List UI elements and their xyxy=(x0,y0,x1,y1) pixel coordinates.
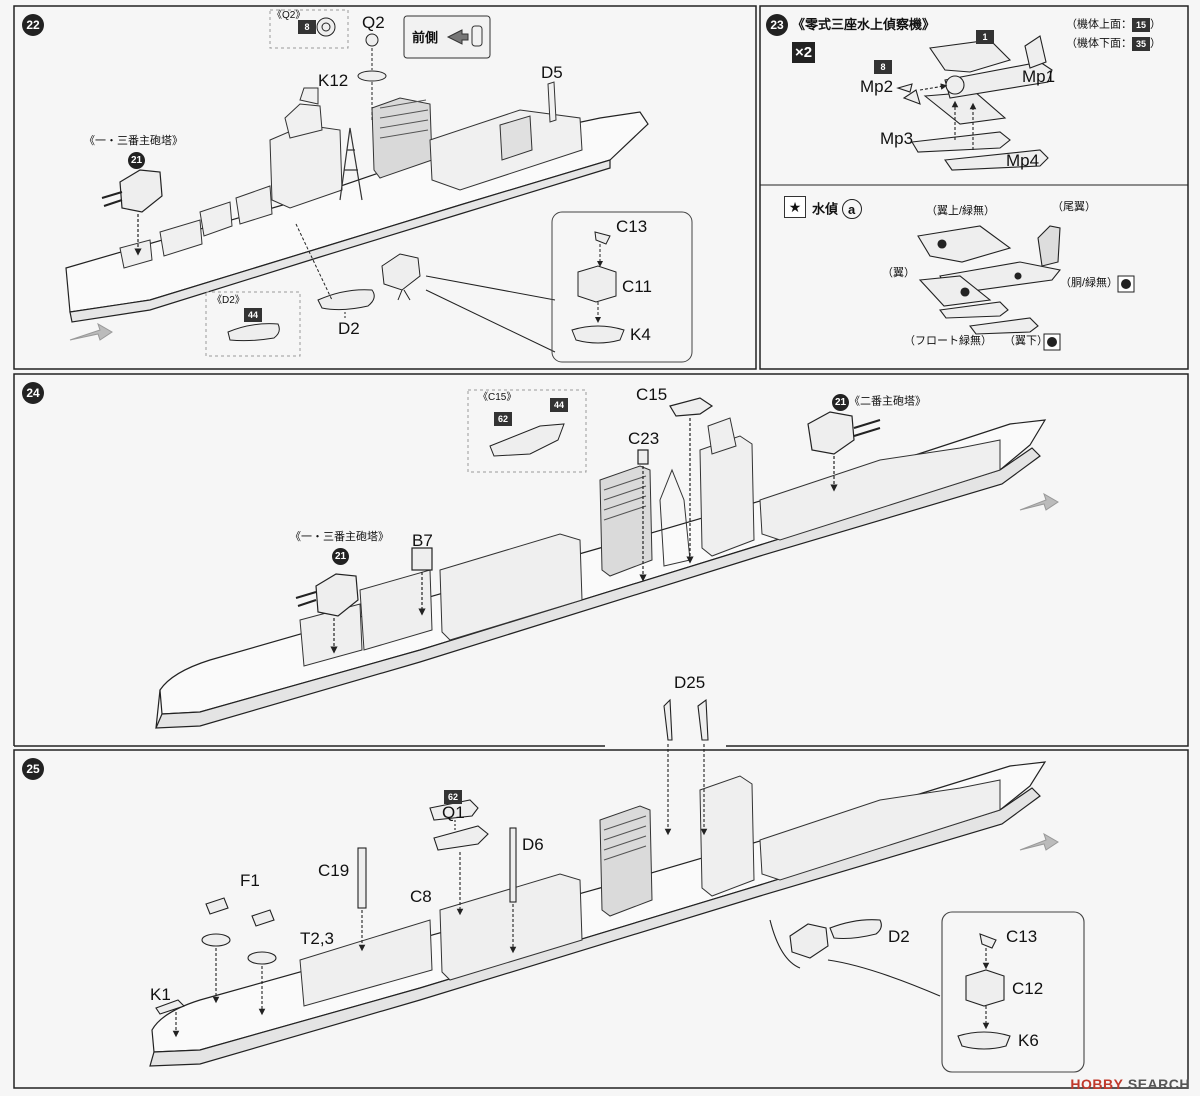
label-mp1: Mp1 xyxy=(1022,67,1056,86)
label-q2-detail: 《Q2》 xyxy=(272,10,306,21)
color-num-mp2: 8 xyxy=(874,60,892,74)
label-c19: C19 xyxy=(318,861,350,880)
searchlight-assembly-step22 xyxy=(381,211,693,363)
plane-assembly-step23 xyxy=(896,35,1053,171)
painting-plane-step23 xyxy=(917,225,1061,335)
label-c13-step22: C13 xyxy=(616,217,648,236)
panel-step-25 xyxy=(13,749,1189,1089)
label-body: （胴/緑無） xyxy=(1060,277,1119,289)
label-c15-detail: 《C15》 xyxy=(478,392,517,403)
turret-parts-step24 xyxy=(295,397,881,654)
color-num-bottom: 35 xyxy=(1132,37,1150,51)
color-num-d2: 44 xyxy=(244,308,262,322)
superstructure-step25 xyxy=(299,775,1001,1007)
step-number-25: 25 xyxy=(22,758,44,780)
panel-step-22 xyxy=(13,5,757,370)
label-f1: F1 xyxy=(240,871,260,890)
label-k4: K4 xyxy=(630,325,651,344)
label-d5: D5 xyxy=(541,63,563,82)
title-step23: 《零式三座水上偵察機》 xyxy=(792,17,936,32)
superstructure-step24 xyxy=(299,417,1001,667)
panel-step-23 xyxy=(759,5,1189,370)
q2-parts xyxy=(316,17,387,120)
watermark: HOBBY SEARCH xyxy=(1070,1076,1190,1092)
label-d2-step25: D2 xyxy=(888,927,910,946)
panel-frames xyxy=(13,5,1189,1089)
label-turret-1-3-step22: 《一・三番主砲塔》 xyxy=(84,135,183,147)
color-num-mp1: 1 xyxy=(976,30,994,44)
label-tail: （尾翼） xyxy=(1052,201,1096,213)
label-d25: D25 xyxy=(674,673,706,692)
c15-detail-box xyxy=(467,389,587,473)
label-d2-detail: 《D2》 xyxy=(212,295,245,306)
mast-step22 xyxy=(339,127,363,201)
label-wing-top: （翼上/緑無） xyxy=(926,205,996,217)
step-number-23: 23 xyxy=(766,14,788,36)
circle-letter-a: a xyxy=(841,199,862,219)
label-front-side: 前側 xyxy=(412,30,439,45)
label-turret-2: 21《二番主砲塔》 xyxy=(832,394,926,411)
label-mp4: Mp4 xyxy=(1006,151,1040,170)
label-mp2: Mp2 xyxy=(860,77,894,96)
label-d6: D6 xyxy=(522,835,544,854)
q2-detail-box xyxy=(269,9,349,49)
star-icon: ★ xyxy=(784,196,806,218)
superstructure-step22 xyxy=(119,81,583,269)
part-d2-boat-step22 xyxy=(295,223,375,318)
label-k1: K1 xyxy=(150,985,171,1004)
color-num-q1: 62 xyxy=(444,790,462,804)
d2-detail-box xyxy=(205,291,301,357)
label-c13-step25: C13 xyxy=(1006,927,1038,946)
step-ref-turret-2: 21 xyxy=(832,394,849,411)
note-top-surface: （機体上面：15） xyxy=(1066,18,1161,32)
label-q2: Q2 xyxy=(362,13,385,32)
step-ref-turret-step24: 21 xyxy=(332,548,349,565)
direction-arrow-step24 xyxy=(1019,492,1059,511)
label-d2-step22: D2 xyxy=(338,319,360,338)
label-k6: K6 xyxy=(1018,1031,1039,1050)
label-float: （フロート緑無） xyxy=(904,335,992,347)
swatch-icons-step23 xyxy=(1043,275,1135,351)
color-num-c15-a: 62 xyxy=(494,412,512,426)
color-num-c15-b: 44 xyxy=(550,398,568,412)
label-wing-bottom: （翼下） xyxy=(1004,335,1048,347)
direction-arrow-step22 xyxy=(69,322,113,341)
label-q1: Q1 xyxy=(442,803,465,822)
turret-step22 xyxy=(101,169,163,256)
label-c8: C8 xyxy=(410,887,432,906)
multiplier-step23: ×2 xyxy=(792,42,816,63)
label-mp3: Mp3 xyxy=(880,129,914,148)
note-bottom-surface: （機体下面：35） xyxy=(1066,37,1161,51)
label-seaplane-painting: 水偵 a xyxy=(812,199,862,219)
color-num-q2: 8 xyxy=(298,20,316,34)
label-c15: C15 xyxy=(636,385,668,404)
label-turret-1-3-step24: 《一・三番主砲塔》 xyxy=(290,531,389,543)
step-number-24: 24 xyxy=(22,382,44,404)
label-c11: C11 xyxy=(622,277,652,296)
direction-arrow-step25 xyxy=(1019,832,1059,851)
label-b7: B7 xyxy=(412,531,433,550)
label-t2-3: T2,3 xyxy=(300,929,335,948)
label-c23: C23 xyxy=(628,429,660,448)
step-ref-turret-step22: 21 xyxy=(128,152,145,169)
label-wing: （翼） xyxy=(882,267,915,279)
front-indicator-box xyxy=(403,15,491,59)
color-num-top: 15 xyxy=(1132,18,1150,32)
label-c12: C12 xyxy=(1012,979,1044,998)
label-k12: K12 xyxy=(318,71,349,90)
step-number-22: 22 xyxy=(22,14,44,36)
panel-step-24 xyxy=(13,373,1189,747)
parts-step25 xyxy=(155,698,1085,1073)
